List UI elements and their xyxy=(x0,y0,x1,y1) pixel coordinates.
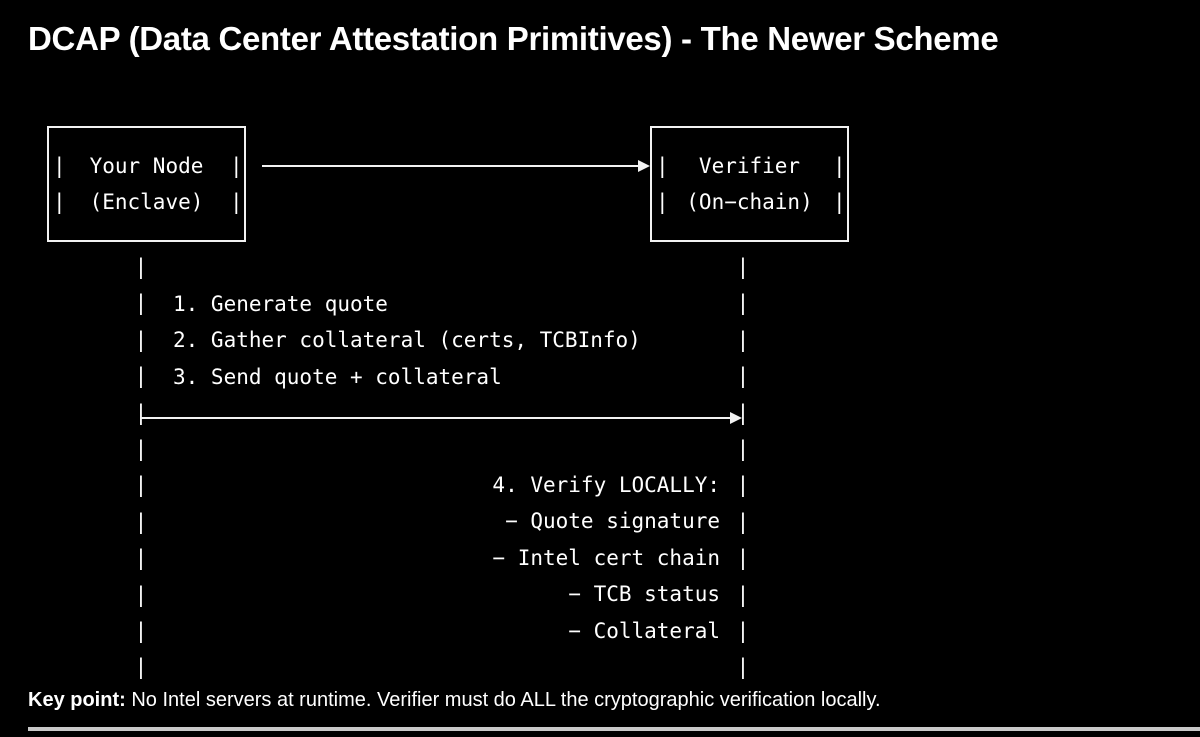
node-label-line2: (On−chain) xyxy=(686,190,813,215)
node-box-line: | Your Node | xyxy=(49,148,244,184)
pipe-glyph: | xyxy=(833,190,846,215)
step-item: 3. Send quote + collateral xyxy=(173,364,502,389)
key-point-footer: Key point: No Intel servers at runtime. … xyxy=(28,686,881,714)
pipe-glyph: | xyxy=(230,153,243,178)
node-box-verifier: | Verifier | | (On−chain) | xyxy=(650,126,849,242)
step-item: 2. Gather collateral (certs, TCBInfo) xyxy=(173,328,641,353)
lifeline-verifier: | | | | | | | | | | | | xyxy=(736,255,750,680)
node-box-your-node-inner: | Your Node | | (Enclave) | xyxy=(49,128,244,240)
node-box-verifier-inner: | Verifier | | (On−chain) | xyxy=(652,128,847,240)
key-point-text: No Intel servers at runtime. Verifier mu… xyxy=(125,689,881,711)
arrow-shaft xyxy=(262,165,638,167)
send-arrow xyxy=(140,410,742,426)
pipe-glyph: | xyxy=(53,190,66,215)
node-box-line: | (Enclave) | xyxy=(49,184,244,220)
key-point-label: Key point: xyxy=(28,689,126,711)
step-item: − Intel cert chain xyxy=(492,545,720,570)
steps-right-list: 4. Verify LOCALLY: − Quote signature − I… xyxy=(330,467,720,649)
step-item: 4. Verify LOCALLY: xyxy=(492,473,720,497)
pipe-glyph: | xyxy=(656,190,669,215)
step-item: − Quote signature xyxy=(505,509,720,534)
pipe-glyph: | xyxy=(53,153,66,178)
node-label-line1: Verifier xyxy=(698,153,801,178)
bottom-divider xyxy=(28,727,1200,731)
arrow-shaft xyxy=(140,417,730,419)
step-item: 1. Generate quote xyxy=(173,292,388,316)
step-item: − Collateral xyxy=(568,618,720,643)
arrow-head-icon xyxy=(638,160,650,172)
pipe-glyph: | xyxy=(833,153,846,178)
lifeline-your-node: | | | | | | | | | | | | xyxy=(134,255,148,680)
page-title: DCAP (Data Center Attestation Primitives… xyxy=(28,20,999,57)
pipe-glyph: | xyxy=(230,190,243,215)
arrow-head-icon xyxy=(730,412,742,424)
node-box-line: | Verifier | xyxy=(652,148,847,184)
ascii-sequence-diagram: | Your Node | | (Enclave) | | Verifier |… xyxy=(0,104,1200,679)
node-label-line2: (Enclave) xyxy=(89,190,204,215)
steps-left-list: 1. Generate quote 2. Gather collateral (… xyxy=(173,286,641,395)
request-arrow xyxy=(262,158,650,174)
node-label-line1: Your Node xyxy=(89,153,204,178)
node-box-your-node: | Your Node | | (Enclave) | xyxy=(47,126,246,242)
step-item: − TCB status xyxy=(568,582,720,607)
node-box-line: | (On−chain) | xyxy=(652,184,847,220)
pipe-glyph: | xyxy=(656,153,669,178)
